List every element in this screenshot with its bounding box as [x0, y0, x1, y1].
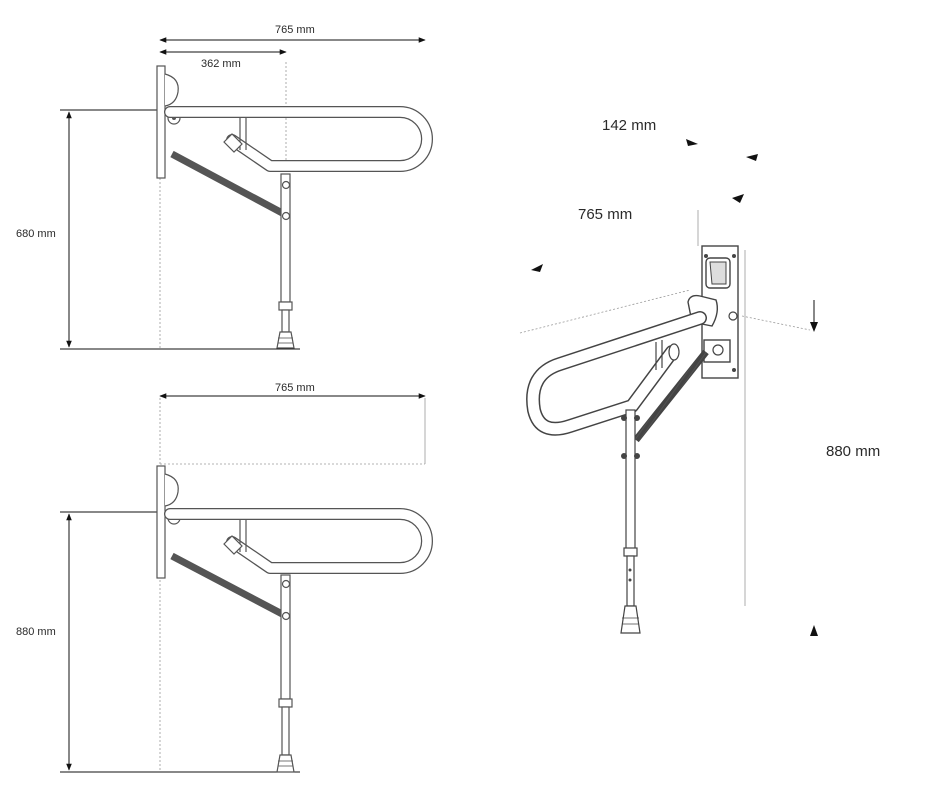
perspective-depth-label: 142 mm	[602, 117, 657, 134]
grab-bar-icon	[164, 508, 433, 574]
top-reach-label: 362 mm	[201, 58, 241, 70]
arrow-head-icon	[531, 264, 543, 272]
perspective-height-label: 880 mm	[826, 443, 881, 460]
top-side-view	[60, 37, 433, 350]
perspective-height-ext	[741, 315, 811, 331]
support-leg-icon	[276, 574, 295, 773]
arrow-head-icon	[810, 322, 818, 332]
perspective-width-label: 765 mm	[578, 206, 633, 223]
support-leg-icon	[620, 409, 641, 634]
grab-bar-icon	[164, 106, 433, 172]
top-height-label: 680 mm	[16, 228, 56, 240]
arrow-head-icon	[810, 625, 818, 636]
arrow-head-icon	[686, 139, 698, 146]
grab-bar-icon	[526, 311, 707, 436]
support-leg-icon	[276, 173, 295, 349]
arrow-head-icon	[732, 194, 744, 203]
bottom-strut-spring	[170, 553, 288, 619]
top-strut-spring	[170, 151, 288, 218]
top-width-label: 765 mm	[275, 24, 315, 36]
perspective-width-ext	[519, 289, 691, 334]
bottom-height-label: 880 mm	[16, 626, 56, 638]
perspective-view	[519, 139, 818, 636]
wall-plate-icon	[701, 245, 739, 379]
arrow-head-icon	[746, 154, 758, 161]
bottom-side-view	[60, 393, 433, 773]
perspective-strut-spring	[634, 350, 708, 442]
wall-plate-icon	[156, 65, 181, 179]
bottom-width-label: 765 mm	[275, 382, 315, 394]
